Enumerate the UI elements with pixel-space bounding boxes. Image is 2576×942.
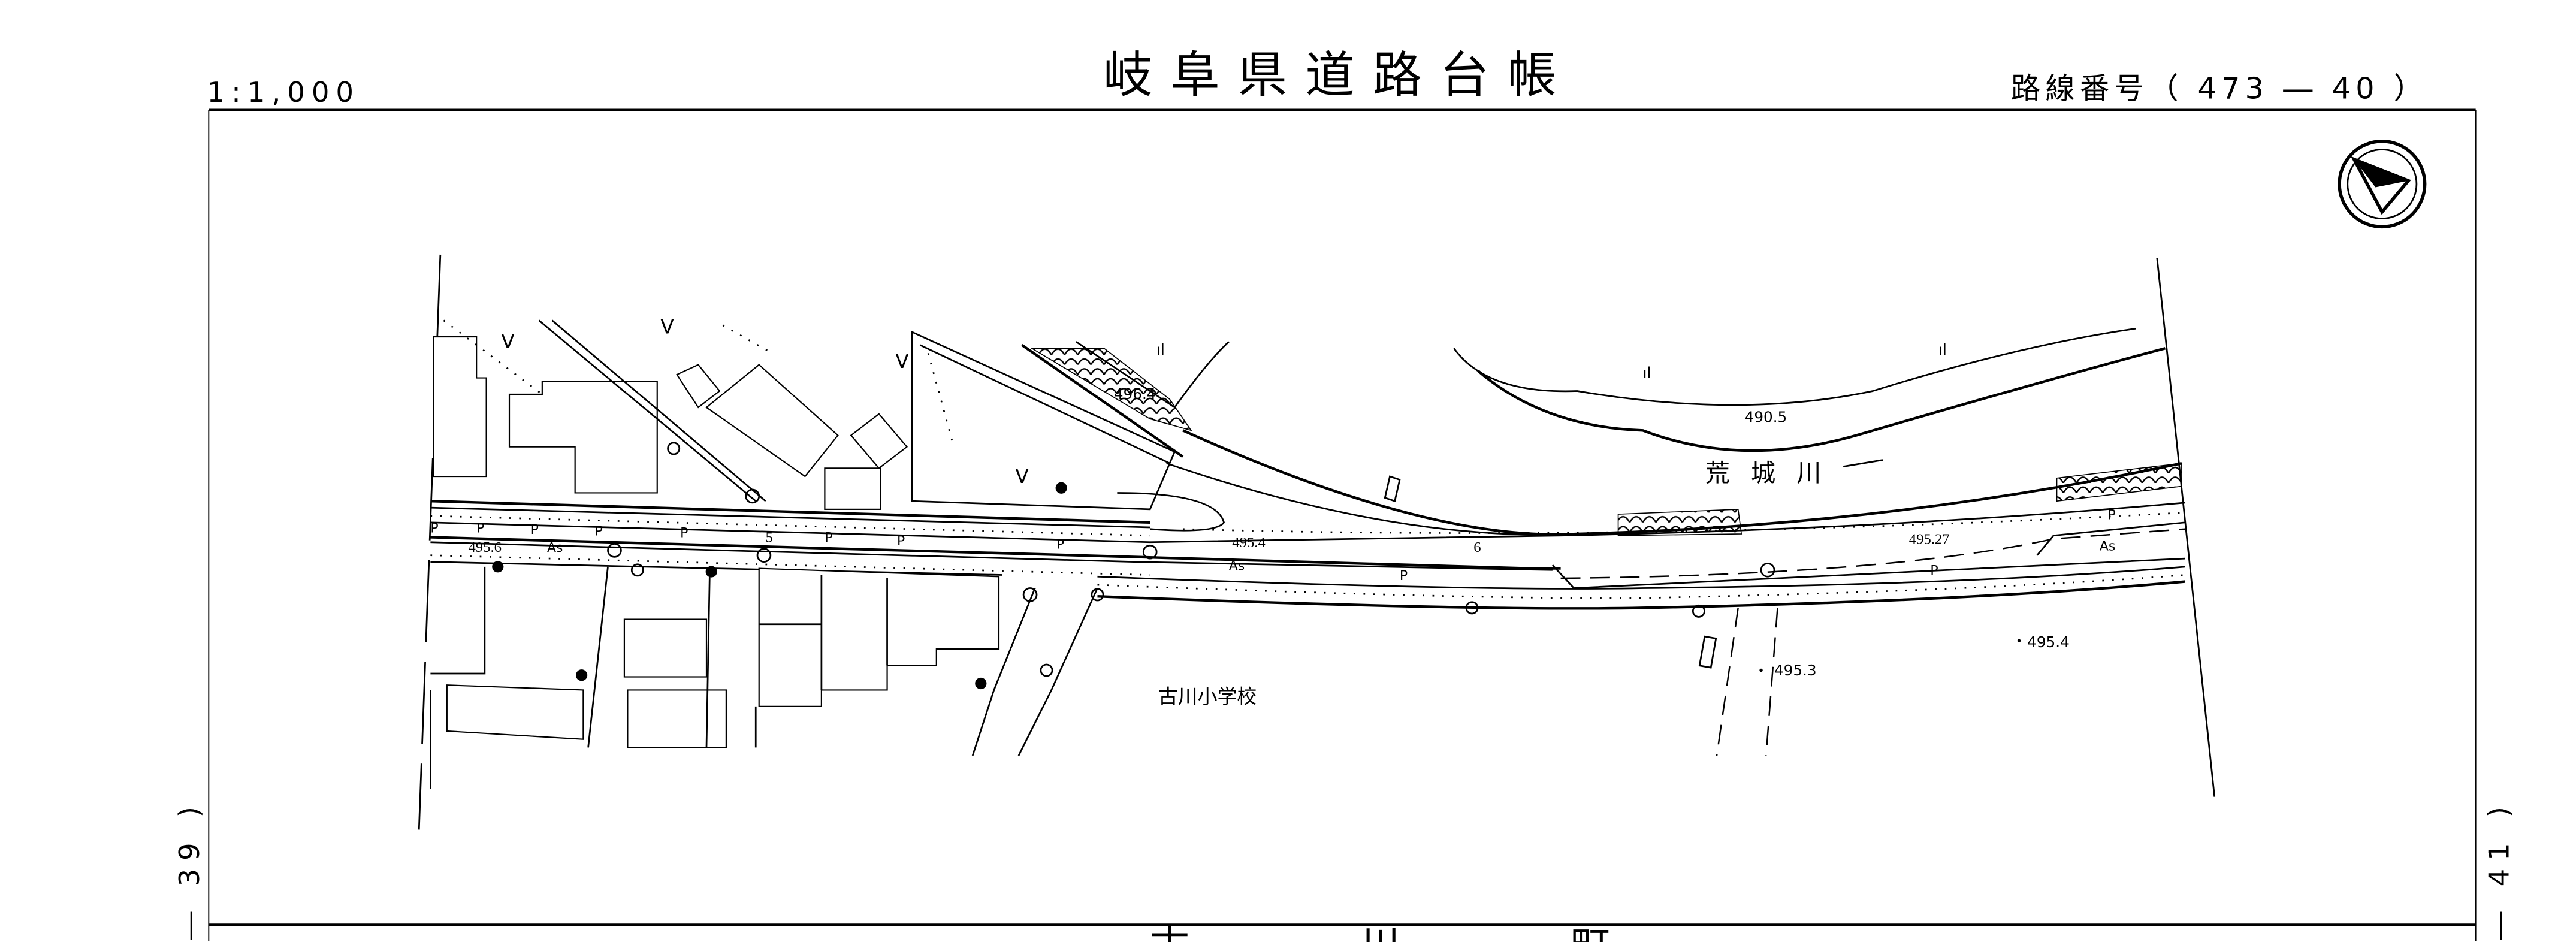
sidewalk-label: P bbox=[2108, 508, 2116, 523]
adjacent-sheet-left: ― 39 ) bbox=[173, 798, 206, 940]
road-width-label: 6 bbox=[1473, 539, 1481, 555]
elevation-label: 495.4 bbox=[2027, 633, 2070, 651]
north-arrow-icon bbox=[2338, 140, 2427, 229]
scale-label: 1:1,000 bbox=[207, 76, 361, 108]
buildings-south: 古川小学校 bbox=[430, 566, 1257, 789]
elevation-label: 495.4 bbox=[1232, 535, 1265, 551]
elevation-label: 495.27 bbox=[1909, 531, 1950, 547]
map-boundary-left bbox=[418, 254, 442, 830]
route-number: 路線番号（ 473 ― 40 ） bbox=[2011, 71, 2429, 105]
sidewalk-label: P bbox=[680, 526, 688, 541]
buildings-north: V V V V bbox=[433, 315, 1176, 511]
road: 495.6 495.4 495.27 495.3 495.4 5 6 As As… bbox=[430, 442, 2185, 756]
vegetation-symbol: V bbox=[1015, 464, 1029, 488]
sidewalk-label: P bbox=[531, 523, 539, 538]
sidewalk-label: P bbox=[825, 531, 832, 546]
school-name: 古川小学校 bbox=[1158, 684, 1257, 708]
surface-label: As bbox=[1229, 558, 1245, 573]
elevation-label: 495.6 bbox=[468, 539, 501, 555]
vegetation-symbol: V bbox=[895, 349, 909, 373]
sidewalk-label: P bbox=[897, 534, 905, 549]
town-label: 古 川 町 bbox=[1150, 923, 1675, 942]
sidewalk-label: P bbox=[476, 521, 484, 536]
sheet-title: 岐阜県道路台帳 bbox=[1103, 47, 1575, 104]
vegetation-symbol: V bbox=[501, 330, 515, 353]
elevation-label: 496.4 bbox=[1114, 385, 1156, 403]
adjacent-sheet-right: ― 41 ) bbox=[2483, 798, 2515, 940]
surface-label: As bbox=[2100, 539, 2115, 554]
sidewalk-label: P bbox=[595, 524, 603, 539]
elevation-label: 490.5 bbox=[1745, 409, 1787, 426]
sidewalk-label: P bbox=[430, 521, 438, 536]
sidewalk-label: P bbox=[1056, 538, 1064, 552]
river-name: 荒 城 川 bbox=[1705, 458, 1828, 487]
river: 荒 城 川 496.4 490.5 ıl ıl ıl bbox=[1021, 327, 2182, 536]
road-width-label: 5 bbox=[766, 530, 773, 546]
grass-symbol: ıl bbox=[1156, 341, 1165, 358]
map-boundary-right bbox=[2156, 258, 2216, 797]
grass-symbol: ıl bbox=[1938, 341, 1947, 358]
utility-pole-icon bbox=[492, 442, 1705, 690]
sidewalk-label: P bbox=[1400, 569, 1408, 584]
grass-symbol: ıl bbox=[1643, 364, 1651, 382]
vegetation-symbol: V bbox=[660, 315, 674, 339]
elevation-label: 495.3 bbox=[1774, 662, 1817, 679]
surface-label: As bbox=[547, 541, 563, 555]
sidewalk-label: P bbox=[1930, 564, 1938, 579]
